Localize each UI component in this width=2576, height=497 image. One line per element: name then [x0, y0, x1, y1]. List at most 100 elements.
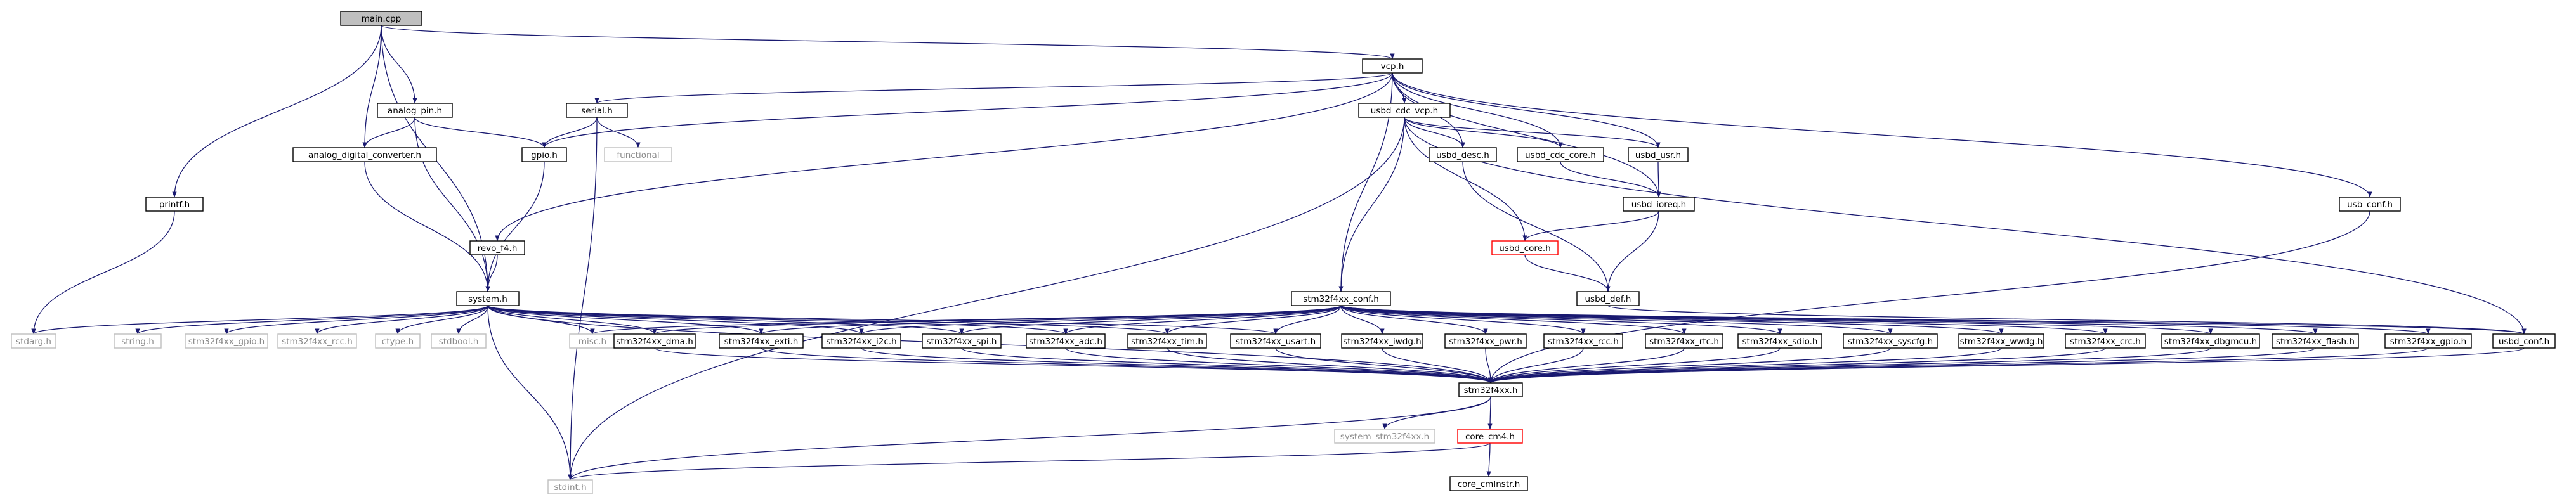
node-stm32f4xx-dbgmcu-h[interactable]: stm32f4xx_dbgmcu.h — [2161, 333, 2260, 349]
node-stm32f4xx-spi-h[interactable]: stm32f4xx_spi.h — [922, 333, 1002, 349]
node-usb-conf-h[interactable]: usb_conf.h — [2339, 197, 2401, 212]
node-stm32f4xx-exti-h[interactable]: stm32f4xx_exti.h — [719, 333, 804, 349]
node-usbd-cdc-core-h[interactable]: usbd_cdc_core.h — [1517, 147, 1604, 162]
node-printf-h[interactable]: printf.h — [145, 197, 204, 212]
node-stm32f4xx-gpio-h[interactable]: stm32f4xx_gpio.h — [2384, 333, 2472, 349]
node-stm32f4xx-sdio-h[interactable]: stm32f4xx_sdio.h — [1737, 333, 1822, 349]
node-box — [2065, 333, 2146, 349]
node-usbd-usr-h[interactable]: usbd_usr.h — [1628, 147, 1689, 162]
node-box — [1429, 147, 1497, 162]
edge-usbd_ioreq-to-usbd_core — [1522, 210, 1659, 242]
edge-stm32f4xx_conf-to-misc — [590, 305, 1342, 335]
node-box — [1291, 291, 1391, 306]
edge-usbd_cdc_vcp-to-usbd_core — [1404, 117, 1527, 242]
node-stm32f4xx-h[interactable]: stm32f4xx.h — [1458, 382, 1523, 397]
node-usbd-cdc-vcp-h[interactable]: usbd_cdc_vcp.h — [1358, 103, 1451, 118]
edge-system-to-string — [135, 305, 488, 335]
node-vcp-h[interactable]: vcp.h — [1362, 58, 1423, 74]
edge-analog_pin-to-adc_conv — [362, 117, 415, 148]
node-stm32f4xx-crc-h[interactable]: stm32f4xx_crc.h — [2065, 333, 2146, 349]
node-system-h[interactable]: system.h — [456, 291, 520, 306]
node-stm32f4xx-iwdg-h[interactable]: stm32f4xx_iwdg.h — [1341, 333, 1423, 349]
edge-stm32f4xx_conf-to-usart — [1273, 305, 1342, 335]
node-box — [2339, 197, 2401, 212]
edge-usb_conf_top-to-stm32f4xx — [1488, 210, 2370, 384]
node-usbd-conf-h[interactable]: usbd_conf.h — [2492, 333, 2556, 349]
node-stm32f4xx-dma-h[interactable]: stm32f4xx_dma.h — [613, 333, 696, 349]
node-stm32f4xx-tim-h[interactable]: stm32f4xx_tim.h — [1127, 333, 1207, 349]
node-stm32f4xx-flash-h[interactable]: stm32f4xx_flash.h — [2272, 333, 2359, 349]
node-stm32f4xx-i2c-h[interactable]: stm32f4xx_i2c.h — [821, 333, 901, 349]
edge-serial-to-gpio — [542, 117, 598, 148]
node-label: core_cm4.h — [1465, 432, 1515, 442]
node-box — [1334, 429, 1435, 444]
node-box — [1458, 382, 1523, 397]
node-core-cm4-h[interactable]: core_cm4.h — [1457, 429, 1523, 444]
node-box — [613, 333, 696, 349]
node-box — [2272, 333, 2359, 349]
node-box — [456, 291, 520, 306]
edge-main-to-adc_conv — [362, 25, 382, 148]
node-label: stm32f4xx_gpio.h — [188, 337, 265, 347]
node-label: stm32f4xx_dma.h — [616, 337, 693, 347]
node-stm32f4xx-rcc-h[interactable]: stm32f4xx_rcc.h — [1543, 333, 1623, 349]
node-box — [469, 240, 525, 255]
node-stm32f4xx-pwr-h[interactable]: stm32f4xx_pwr.h — [1444, 333, 1527, 349]
edge-vcp-to-usbd_cdc_core — [1392, 72, 1563, 148]
node-box — [1958, 333, 2044, 349]
edge-system-to-dma — [487, 305, 657, 335]
node-stm32f4xx-syscfg-h[interactable]: stm32f4xx_syscfg.h — [1843, 333, 1938, 349]
edge-flash-to-stm32f4xx — [1488, 347, 2316, 384]
edge-stm32f4xx_conf-to-exti — [759, 305, 1342, 335]
node-box — [821, 333, 901, 349]
edge-spi-to-stm32f4xx — [961, 347, 1493, 384]
edge-stm32f4xx_conf-to-syscfg — [1340, 305, 1893, 335]
node-usbd-def-h[interactable]: usbd_def.h — [1576, 291, 1640, 306]
node-label: system.h — [468, 294, 507, 304]
edge-rtc-to-stm32f4xx — [1488, 347, 1685, 384]
node-usbd-core-h[interactable]: usbd_core.h — [1491, 240, 1559, 255]
edge-system-to-stm32f4xx_gpio_m — [224, 305, 488, 335]
edge-stm32f4xx_conf-to-adc — [1063, 305, 1342, 335]
node-stm32f4xx-usart-h[interactable]: stm32f4xx_usart.h — [1230, 333, 1321, 349]
node-box — [1449, 476, 1528, 491]
node-analog-digital-converter-h[interactable]: analog_digital_converter.h — [292, 147, 437, 162]
node-label: stm32f4xx_adc.h — [1029, 337, 1102, 347]
node-stm32f4xx-wwdg-h[interactable]: stm32f4xx_wwdg.h — [1958, 333, 2044, 349]
node-main-cpp[interactable]: main.cpp — [340, 11, 422, 26]
node-label: vcp.h — [1381, 61, 1404, 72]
edge-usbd_ioreq-to-usbd_def — [1605, 210, 1659, 292]
node-box — [431, 333, 487, 349]
node-label: gpio.h — [531, 150, 558, 160]
edge-usart-to-stm32f4xx — [1275, 347, 1493, 384]
node-box — [1543, 333, 1623, 349]
edge-system-to-stm32f4xx_rcc_m — [315, 305, 488, 335]
node-stm32f4xx-adc-h[interactable]: stm32f4xx_adc.h — [1026, 333, 1106, 349]
edge-usbd_def-to-usb_conf — [1607, 305, 2527, 335]
node-label: usbd_cdc_vcp.h — [1371, 106, 1438, 116]
node-gpio-h[interactable]: gpio.h — [521, 147, 567, 162]
node-label: stm32f4xx_usart.h — [1236, 337, 1316, 347]
edge-stm32f4xx_conf-to-sdio — [1340, 305, 1782, 335]
edge-stm32f4xx_conf-to-wwdg — [1340, 305, 2004, 335]
node-stm32f4xx-conf-h[interactable]: stm32f4xx_conf.h — [1291, 291, 1391, 306]
node-usbd-ioreq-h[interactable]: usbd_ioreq.h — [1623, 197, 1695, 212]
edge-usbd_cdc_vcp-to-usbd_desc — [1404, 117, 1465, 148]
edge-crc-to-stm32f4xx — [1488, 347, 2106, 384]
edge-stm32f4xx_conf-to-dma — [652, 305, 1342, 335]
edge-adc-to-stm32f4xx — [1065, 347, 1493, 384]
node-core-cminstr-h[interactable]: core_cmInstr.h — [1449, 476, 1528, 491]
edge-dma-to-stm32f4xx — [654, 347, 1493, 384]
edge-system-to-spi — [487, 305, 964, 335]
node-stm32f4xx-rtc-h[interactable]: stm32f4xx_rtc.h — [1645, 333, 1723, 349]
node-box — [922, 333, 1002, 349]
node-label: core_cmInstr.h — [1458, 479, 1520, 489]
node-label: usbd_cdc_core.h — [1525, 150, 1596, 160]
node-serial-h[interactable]: serial.h — [566, 103, 628, 118]
edge-system-to-stdint — [487, 305, 573, 481]
node-label: usbd_usr.h — [1635, 150, 1681, 160]
node-analog-pin-h[interactable]: analog_pin.h — [377, 103, 453, 118]
node-revo-f4-h[interactable]: revo_f4.h — [469, 240, 525, 255]
node-usbd-desc-h[interactable]: usbd_desc.h — [1429, 147, 1497, 162]
edge-system-to-stdbool — [456, 305, 488, 335]
